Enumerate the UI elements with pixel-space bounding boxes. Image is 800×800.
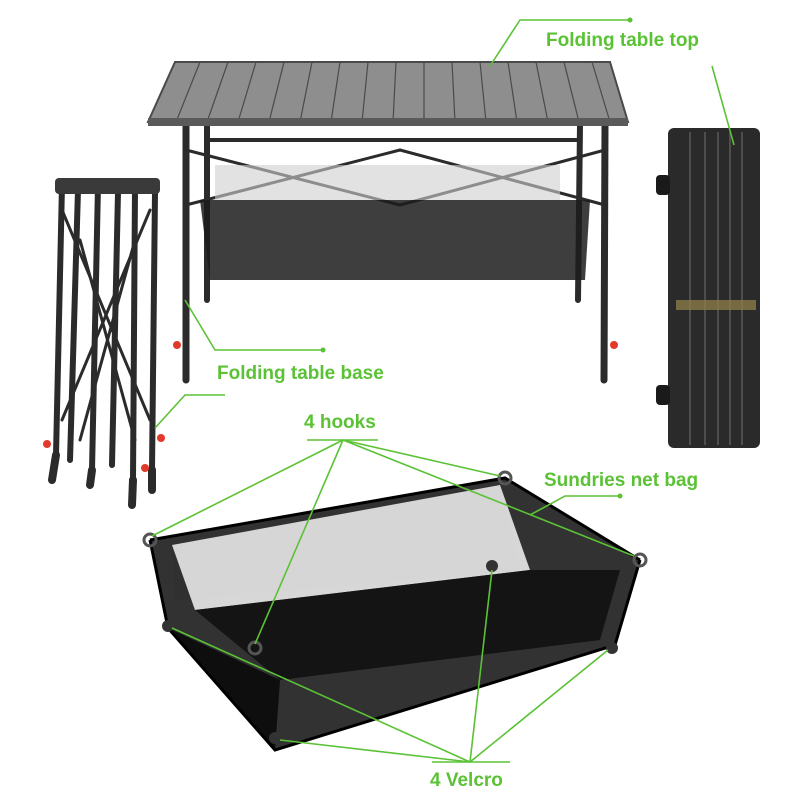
- label-4-hooks: 4 hooks: [304, 412, 376, 433]
- callout-lines: [151, 19, 735, 763]
- net-bag: [142, 470, 648, 752]
- hook-icon: [497, 470, 513, 486]
- folded-leg-frame: [48, 178, 160, 509]
- velcro-icon: [486, 560, 498, 572]
- rolled-tabletop: [656, 128, 760, 448]
- velcro-icon: [269, 732, 281, 744]
- red-button-icon: [157, 434, 165, 442]
- velcro-icon: [606, 642, 618, 654]
- hook-icon: [142, 532, 158, 548]
- red-button-icon: [610, 341, 618, 349]
- red-button-icon: [173, 341, 181, 349]
- red-button-icon: [43, 440, 51, 448]
- label-4-velcro: 4 Velcro: [430, 770, 503, 791]
- red-button-icon: [141, 464, 149, 472]
- table-assembled: [146, 61, 630, 384]
- label-folding-table-top: Folding table top: [546, 30, 700, 51]
- velcro-icon: [162, 620, 174, 632]
- hook-icon: [632, 552, 648, 568]
- label-folding-table-base: Folding table base: [217, 363, 384, 384]
- label-sundries-net-bag: Sundries net bag: [544, 470, 699, 491]
- callout-dots: [320, 17, 633, 499]
